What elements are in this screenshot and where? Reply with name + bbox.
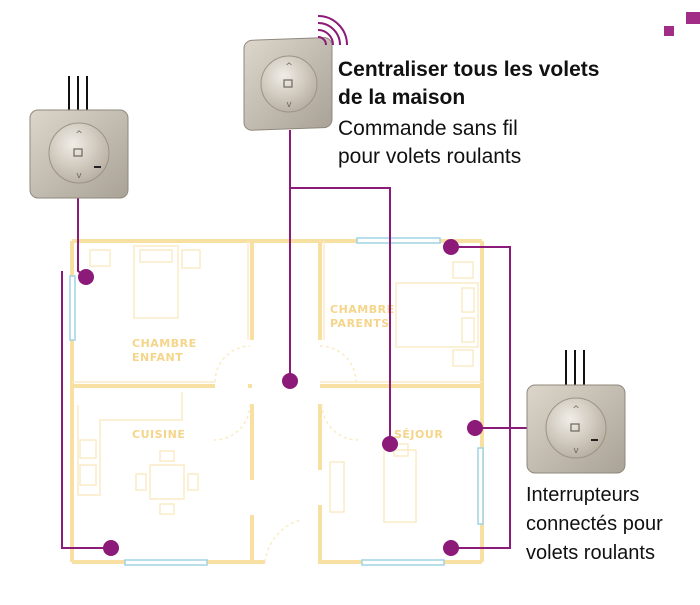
room-label-chambre-enfant-1: CHAMBRE <box>132 337 197 350</box>
wire-left-switch <box>77 198 87 278</box>
caption-line3: volets roulants <box>526 542 655 564</box>
svg-text:v: v <box>286 100 292 110</box>
dot-center <box>282 373 298 389</box>
header-sub-line2: pour volets roulants <box>338 145 522 168</box>
switch-wireless: ^ v <box>243 15 348 131</box>
room-label-cuisine: CUISINE <box>132 428 185 441</box>
switch-left: ^ v <box>29 76 129 199</box>
window-sejour <box>477 447 484 525</box>
header-title-line2: de la maison <box>338 86 466 109</box>
floor-plan-details <box>72 241 482 563</box>
wire-left-bottom <box>61 271 111 549</box>
room-label-chambre-enfant-2: ENFANT <box>132 351 183 364</box>
window-chambre-parents <box>356 237 441 244</box>
dot-sejour-bottom <box>443 540 459 556</box>
wifi-signal-icon <box>317 15 348 46</box>
switch-right: ^ v <box>526 350 626 474</box>
wire-wireless-sejour <box>290 187 391 444</box>
caption-line2: connectés pour <box>526 513 663 535</box>
svg-text:^: ^ <box>572 405 580 415</box>
dot-sejour-right <box>467 420 483 436</box>
svg-text:^: ^ <box>285 62 293 72</box>
window-sejour-bottom <box>361 559 445 566</box>
floor-plan <box>70 239 484 564</box>
window-cuisine <box>124 559 208 566</box>
header-sub-line1: Commande sans fil <box>338 117 518 140</box>
caption-line1: Interrupteurs <box>526 484 640 506</box>
svg-text:v: v <box>76 171 82 181</box>
dot-chambre-enfant <box>78 269 94 285</box>
room-label-chambre-parents-1: CHAMBRE <box>330 303 395 316</box>
header-title-line1: Centraliser tous les volets <box>338 58 600 81</box>
dot-chambre-parents <box>443 239 459 255</box>
room-label-sejour: SÉJOUR <box>394 428 443 441</box>
dot-cuisine <box>103 540 119 556</box>
connection-points <box>78 239 483 556</box>
room-label-chambre-parents-2: PARENTS <box>330 317 390 330</box>
window-chambre-enfant <box>69 275 76 341</box>
corner-mark <box>664 12 700 36</box>
dot-sejour <box>382 436 398 452</box>
svg-text:^: ^ <box>75 130 83 140</box>
windows <box>69 237 484 566</box>
wire-right-loop <box>451 246 511 549</box>
svg-text:v: v <box>573 446 579 456</box>
